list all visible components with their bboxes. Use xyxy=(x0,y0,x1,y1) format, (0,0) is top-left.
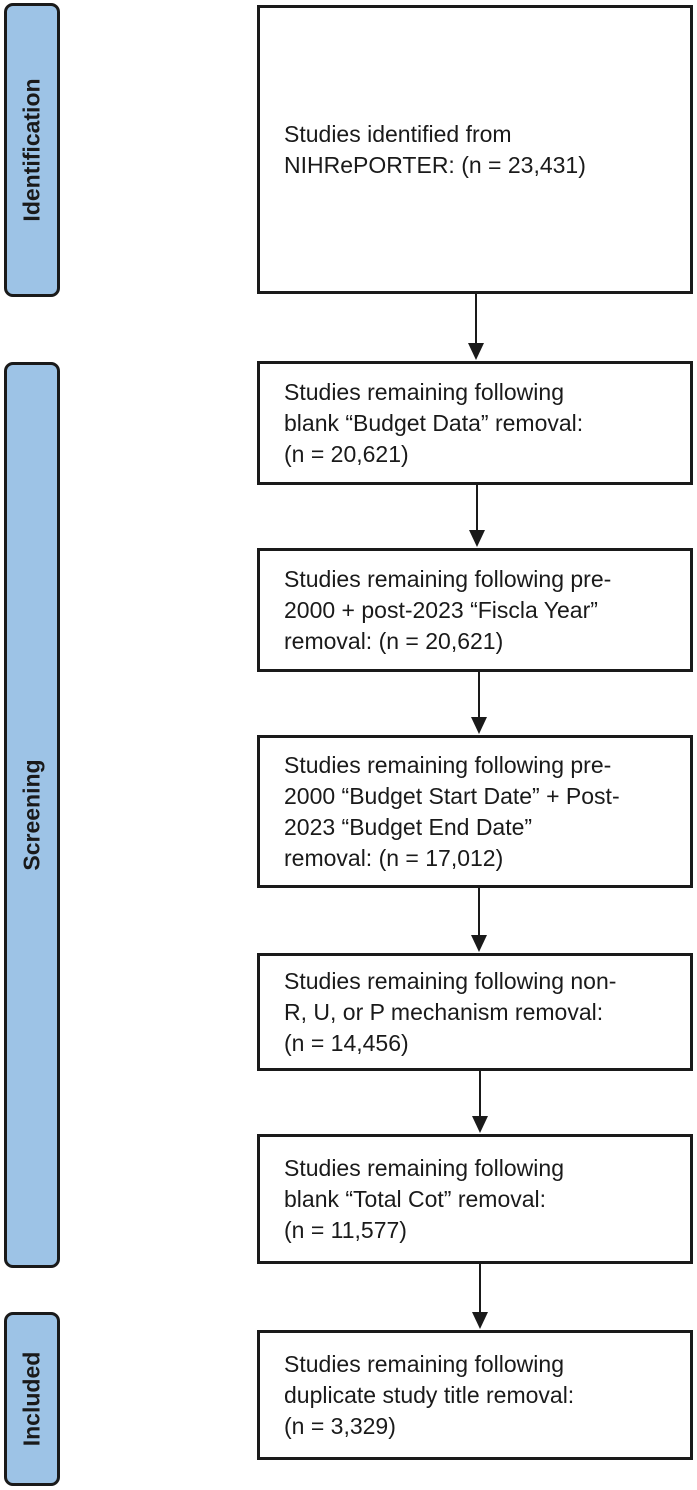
box-duplicates: Studies remaining following duplicate st… xyxy=(257,1330,693,1460)
box-budget-data: Studies remaining following blank “Budge… xyxy=(257,361,693,485)
box-mechanism-text: Studies remaining following non- R, U, o… xyxy=(284,966,616,1059)
box-fiscal-year: Studies remaining following pre- 2000 + … xyxy=(257,548,693,672)
phase-identification: Identification xyxy=(4,3,60,297)
box-line: duplicate study title removal: xyxy=(284,1381,575,1408)
box-line: Studies remaining following pre- xyxy=(284,565,612,592)
arrow-head-2 xyxy=(469,530,485,547)
box-line: blank “Budget Data” removal: xyxy=(284,409,584,436)
box-mechanism: Studies remaining following non- R, U, o… xyxy=(257,953,693,1071)
arrow-head-3 xyxy=(471,717,487,734)
box-line: Studies remaining following xyxy=(284,1350,564,1377)
box-line: Studies remaining following non- xyxy=(284,967,617,994)
box-line: blank “Total Cot” removal: xyxy=(284,1185,547,1212)
box-line: (n = 14,456) xyxy=(284,1029,409,1056)
phase-screening: Screening xyxy=(4,362,60,1268)
box-total-cost: Studies remaining following blank “Total… xyxy=(257,1134,693,1264)
box-line: Studies remaining following pre- xyxy=(284,751,612,778)
box-line: (n = 11,577) xyxy=(284,1216,407,1243)
arrow-head-1 xyxy=(468,343,484,360)
box-line: NIHRePORTER: (n = 23,431) xyxy=(284,151,586,178)
box-line: R, U, or P mechanism removal: xyxy=(284,998,604,1025)
box-budget-dates-text: Studies remaining following pre- 2000 “B… xyxy=(284,750,620,874)
box-line: Studies remaining following xyxy=(284,1154,564,1181)
box-duplicates-text: Studies remaining following duplicate st… xyxy=(284,1349,574,1442)
box-budget-data-text: Studies remaining following blank “Budge… xyxy=(284,377,583,470)
phase-included: Included xyxy=(4,1312,60,1486)
box-line: 2000 “Budget Start Date” + Post- xyxy=(284,782,620,809)
box-identified-text: Studies identified from NIHRePORTER: (n … xyxy=(284,119,586,181)
box-line: (n = 3,329) xyxy=(284,1412,396,1439)
box-total-cost-text: Studies remaining following blank “Total… xyxy=(284,1153,564,1246)
box-line: Studies remaining following xyxy=(284,378,564,405)
box-line: 2023 “Budget End Date” xyxy=(284,813,533,840)
arrow-head-6 xyxy=(472,1312,488,1329)
box-line: removal: (n = 20,621) xyxy=(284,627,504,654)
box-fiscal-year-text: Studies remaining following pre- 2000 + … xyxy=(284,564,611,657)
arrow-head-5 xyxy=(472,1116,488,1133)
box-identified: Studies identified from NIHRePORTER: (n … xyxy=(257,5,693,294)
box-line: (n = 20,621) xyxy=(284,440,409,467)
box-line: removal: (n = 17,012) xyxy=(284,844,504,871)
arrow-head-4 xyxy=(471,935,487,952)
box-line: Studies identified from xyxy=(284,120,512,147)
box-line: 2000 + post-2023 “Fiscla Year” xyxy=(284,596,598,623)
box-budget-dates: Studies remaining following pre- 2000 “B… xyxy=(257,735,693,888)
